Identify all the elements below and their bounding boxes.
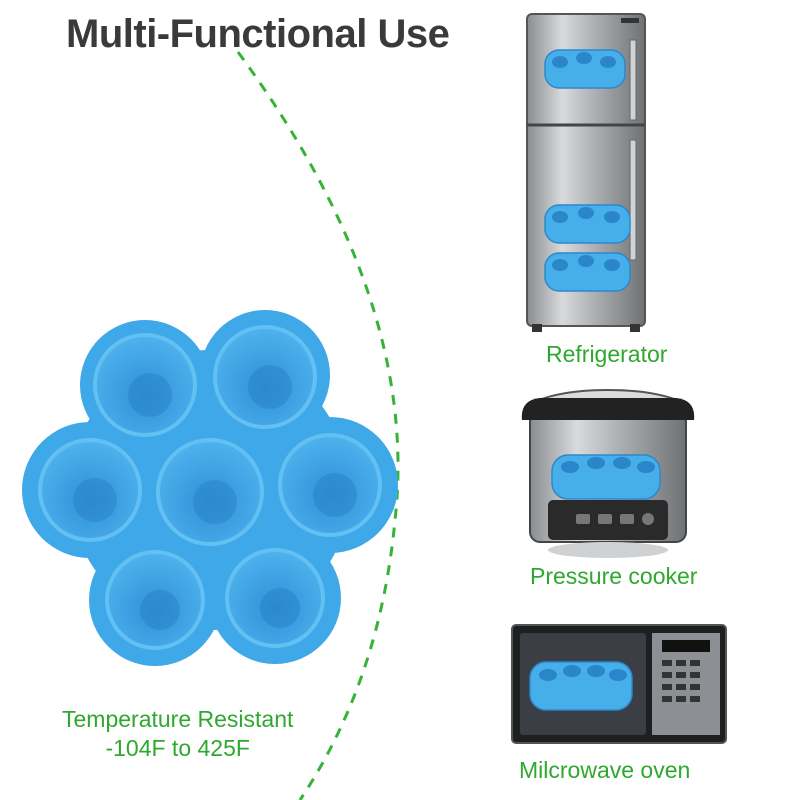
pressure-cooker-icon — [521, 389, 695, 558]
temperature-line-1: Temperature Resistant — [62, 706, 294, 732]
pressure-cooker-label: Pressure cooker — [530, 563, 698, 589]
microwave-oven-label: Milcrowave oven — [519, 757, 691, 783]
refrigerator-icon — [526, 13, 646, 332]
temperature-line-2: -104F to 425F — [105, 735, 250, 761]
refrigerator-label: Refrigerator — [546, 341, 668, 367]
page-title: Multi-Functional Use — [66, 12, 450, 56]
silicone-mold — [22, 310, 398, 666]
temperature-note: Temperature Resistant -104F to 425F — [62, 705, 293, 763]
microwave-oven-icon — [511, 624, 727, 744]
